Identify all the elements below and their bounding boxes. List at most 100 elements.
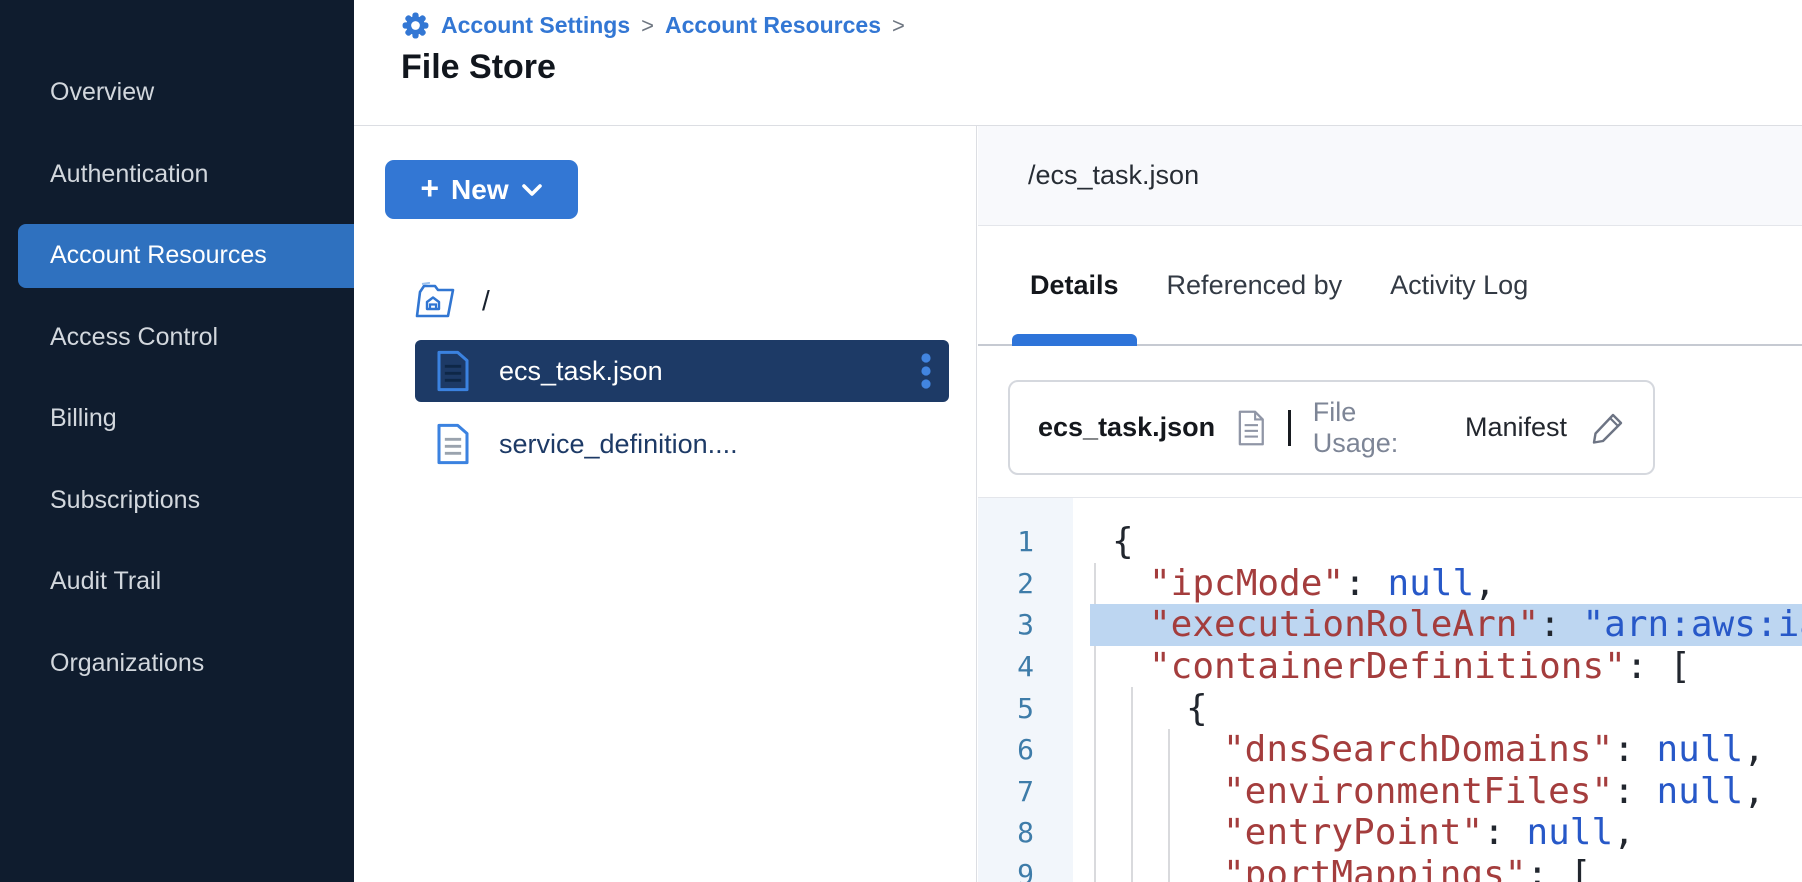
code-line: { (1090, 521, 1802, 563)
root-folder-row[interactable]: / (414, 282, 490, 320)
sidebar-item-label: Account Resources (50, 241, 267, 270)
sidebar-item-label: Overview (50, 78, 154, 107)
file-details-panel: /ecs_task.json Details Referenced by Activ… (978, 126, 1802, 882)
new-button[interactable]: + New (385, 160, 578, 219)
sidebar-item-audit-trail[interactable]: Audit Trail (0, 541, 354, 623)
code-row: 4 "containerDefinitions": [ (978, 646, 1802, 688)
code-row: 2"ipcMode": null, (978, 563, 1802, 605)
sidebar-item-label: Billing (50, 404, 117, 433)
line-number: 5 (978, 692, 1073, 725)
sidebar-item-access-control[interactable]: Access Control (0, 297, 354, 379)
indent-guide (1094, 812, 1131, 854)
code-text: "entryPoint": null, (1223, 812, 1635, 853)
indent-guide (1094, 604, 1131, 646)
edit-pencil-icon[interactable] (1589, 409, 1627, 447)
indent-guide (1131, 771, 1168, 813)
file-usage-label: File Usage: (1313, 397, 1443, 459)
indent-guide (1168, 729, 1205, 771)
file-browser-panel: + New / ecs_task.json (354, 126, 977, 882)
file-info-card: ecs_task.json File Usage: Manifest (1008, 380, 1655, 475)
plus-icon: + (420, 172, 439, 204)
line-number: 1 (978, 525, 1073, 558)
code-line: "environmentFiles": null, (1090, 771, 1802, 813)
sidebar-item-label: Organizations (50, 649, 204, 678)
file-row-label: ecs_task.json (499, 356, 919, 387)
code-viewer: 1{2"ipcMode": null,3"executionRoleArn": … (978, 497, 1802, 882)
document-icon (1237, 409, 1266, 447)
file-path-bar: /ecs_task.json (978, 126, 1802, 226)
file-icon (435, 350, 471, 392)
code-text: "ipcMode": null, (1149, 563, 1496, 604)
tab-label: Activity Log (1390, 270, 1528, 301)
sidebar-item-account-resources[interactable]: Account Resources (18, 224, 354, 288)
code-text: "executionRoleArn": "arn:aws:iam:: (1149, 604, 1802, 645)
code-line: "ipcMode": null, (1090, 563, 1802, 605)
code-row: 7 "environmentFiles": null, (978, 771, 1802, 813)
file-list: ecs_task.json service_definition.... (415, 340, 949, 486)
divider (1288, 410, 1291, 446)
tab-details[interactable]: Details (1012, 226, 1137, 344)
sidebar-nav: OverviewAuthenticationAccount ResourcesA… (0, 0, 354, 704)
line-number: 9 (978, 858, 1073, 882)
page-title: File Store (401, 48, 556, 87)
chevron-down-icon (521, 183, 543, 197)
folder-home-icon (414, 282, 458, 320)
tab-label: Referenced by (1167, 270, 1343, 301)
sidebar-item-label: Authentication (50, 160, 208, 189)
indent-guide (1094, 854, 1131, 882)
indent-guide (1094, 563, 1131, 605)
line-number: 3 (978, 608, 1073, 641)
file-path: /ecs_task.json (1028, 160, 1199, 191)
sidebar-item-subscriptions[interactable]: Subscriptions (0, 460, 354, 542)
indent-guide (1094, 646, 1131, 688)
sidebar-item-label: Access Control (50, 323, 218, 352)
tab-label: Details (1030, 270, 1119, 301)
code-line: "portMappings": [ (1090, 854, 1802, 882)
file-row-ecs-task-json[interactable]: ecs_task.json (415, 340, 949, 402)
line-number: 4 (978, 650, 1073, 683)
indent-guide (1094, 687, 1131, 729)
line-number: 7 (978, 775, 1073, 808)
code-text: "dnsSearchDomains": null, (1223, 729, 1765, 770)
sidebar-item-organizations[interactable]: Organizations (0, 623, 354, 705)
code-row: 9 "portMappings": [ (978, 854, 1802, 882)
code-line: "containerDefinitions": [ (1090, 646, 1802, 688)
breadcrumb-link-account-settings[interactable]: Account Settings (441, 12, 630, 39)
file-usage-value: Manifest (1465, 412, 1567, 443)
tab-referenced-by[interactable]: Referenced by (1149, 226, 1361, 344)
code-line: "dnsSearchDomains": null, (1090, 729, 1802, 771)
code-row: 6"dnsSearchDomains": null, (978, 729, 1802, 771)
code-row: 8"entryPoint": null, (978, 812, 1802, 854)
sidebar-item-authentication[interactable]: Authentication (0, 134, 354, 216)
tabs: Details Referenced by Activity Log (978, 226, 1802, 346)
breadcrumb-link-account-resources[interactable]: Account Resources (665, 12, 881, 39)
indent-guide (1168, 854, 1205, 882)
gear-icon (401, 11, 430, 40)
indent-guide (1131, 812, 1168, 854)
indent-guide (1168, 771, 1205, 813)
code-text: "containerDefinitions": [ (1149, 646, 1691, 687)
code-text: { (1112, 521, 1134, 562)
breadcrumb-separator: > (892, 13, 905, 39)
code-lines: 1{2"ipcMode": null,3"executionRoleArn": … (978, 521, 1802, 882)
sidebar-item-label: Audit Trail (50, 567, 161, 596)
indent-guide (1131, 854, 1168, 882)
code-line: "entryPoint": null, (1090, 812, 1802, 854)
tab-activity-log[interactable]: Activity Log (1372, 226, 1546, 344)
code-text: "environmentFiles": null, (1223, 771, 1765, 812)
kebab-menu-icon[interactable] (919, 349, 933, 393)
file-row-label: service_definition.... (499, 429, 933, 460)
code-line: { (1090, 687, 1802, 729)
code-row: 1{ (978, 521, 1802, 563)
sidebar-item-billing[interactable]: Billing (0, 378, 354, 460)
code-text: "portMappings": [ (1223, 854, 1591, 882)
sidebar: OverviewAuthenticationAccount ResourcesA… (0, 0, 354, 882)
indent-guide (1094, 771, 1131, 813)
new-button-label: New (451, 174, 509, 206)
indent-guide (1131, 687, 1168, 729)
file-row-service-definition[interactable]: service_definition.... (415, 413, 949, 475)
code-text: { (1186, 688, 1208, 729)
sidebar-item-overview[interactable]: Overview (0, 52, 354, 134)
breadcrumb: Account Settings>Account Resources> (401, 11, 905, 40)
